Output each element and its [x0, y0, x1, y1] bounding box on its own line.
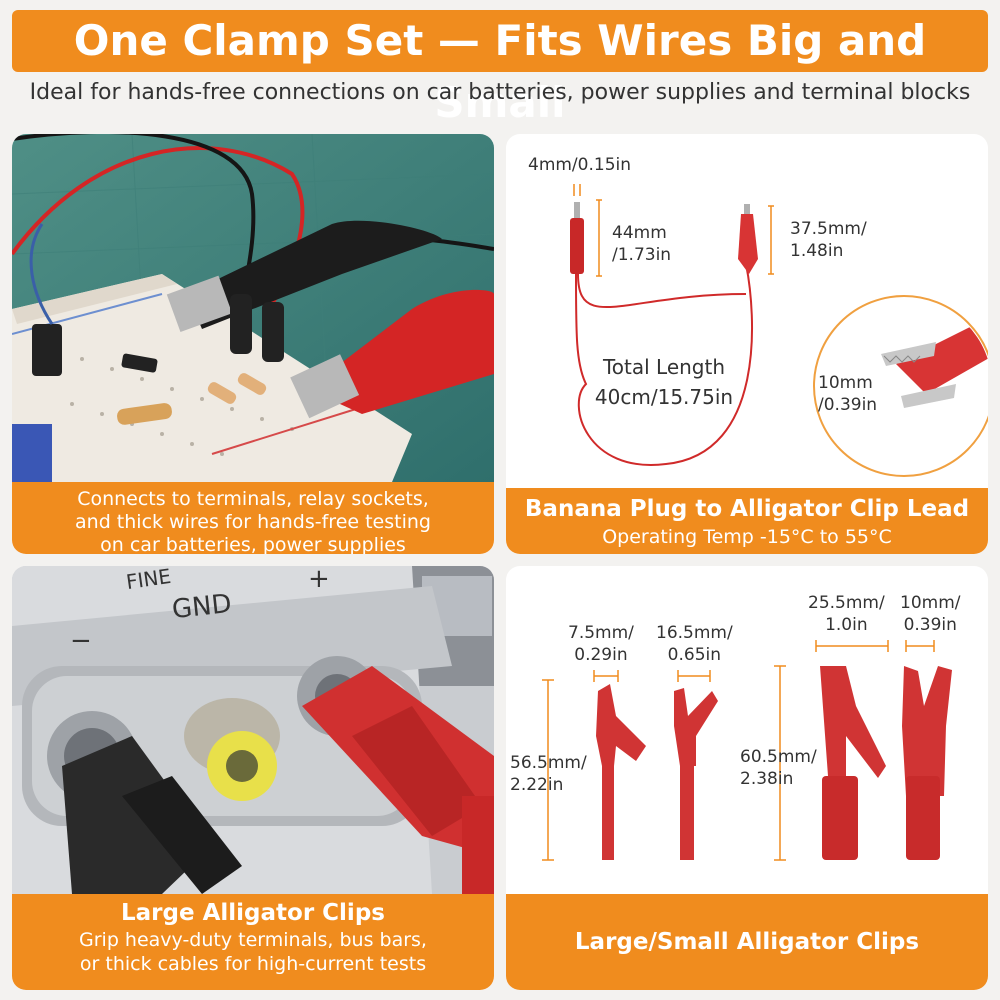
minus-label: −	[70, 626, 92, 656]
caption-subtitle: Operating Temp -15°C to 55°C	[602, 526, 892, 548]
dim-line: 10mm/	[900, 593, 961, 613]
lead-caption: Banana Plug to Alligator Clip Lead Opera…	[506, 488, 988, 554]
dim-line: 2.22in	[510, 775, 564, 795]
breadboard-photo	[12, 134, 494, 482]
dim-line: Total Length	[602, 355, 726, 379]
plus-label: +	[308, 566, 330, 594]
breadboard-panel: Connects to terminals, relay sockets, an…	[12, 134, 494, 554]
caption-title: Banana Plug to Alligator Clip Lead	[524, 496, 970, 522]
small-jaw-2-label: 16.5mm/ 0.65in	[656, 622, 733, 666]
plug-length-label: 44mm /1.73in	[612, 222, 671, 266]
dim-line: 7.5mm/	[568, 623, 634, 643]
breadboard-caption: Connects to terminals, relay sockets, an…	[12, 482, 494, 554]
dim-line: 10mm	[818, 373, 873, 393]
small-length-label: 56.5mm/ 2.22in	[510, 752, 587, 796]
plug-width-label: 4mm/0.15in	[528, 155, 632, 175]
dim-line: /1.73in	[612, 245, 672, 265]
clips-caption: Large/Small Alligator Clips	[506, 894, 988, 990]
dim-line: 40cm/15.75in	[594, 385, 734, 409]
dim-line: 60.5mm/	[740, 747, 817, 767]
dim-line: /0.39in	[818, 395, 878, 415]
power-supply-photo	[12, 566, 494, 894]
dim-line: 0.65in	[667, 645, 722, 665]
large-jaw-1-label: 25.5mm/ 1.0in	[808, 592, 885, 636]
small-jaw-1-label: 7.5mm/ 0.29in	[568, 622, 634, 666]
dim-line: 25.5mm/	[808, 593, 885, 613]
lead-panel: 4mm/0.15in 44mm /1.73in 37.5mm/ 1.48in T…	[506, 134, 988, 554]
dim-line: 37.5mm/	[790, 219, 867, 239]
power-panel: FINE GND + − Large Alligator Clips Grip …	[12, 566, 494, 990]
dim-line: 16.5mm/	[656, 623, 733, 643]
dim-line: 0.39in	[903, 615, 957, 635]
total-length-label: Total Length 40cm/15.75in	[594, 352, 734, 412]
gnd-label: GND	[170, 588, 234, 626]
dim-line: 1.0in	[825, 615, 868, 635]
jaw-opening-label: 10mm /0.39in	[818, 372, 877, 416]
dim-line: 44mm	[612, 223, 667, 243]
large-length-label: 60.5mm/ 2.38in	[740, 746, 817, 790]
caption-line: on car batteries, power supplies	[100, 534, 406, 554]
caption-line: or thick cables for high-current tests	[79, 953, 427, 975]
lead-diagram	[570, 184, 988, 477]
caption-title: Large Alligator Clips	[121, 900, 385, 926]
clip-length-label: 37.5mm/ 1.48in	[790, 218, 867, 262]
caption-line: Connects to terminals, relay sockets,	[77, 488, 429, 510]
dim-line: 56.5mm/	[510, 753, 587, 773]
clips-diagram	[542, 640, 952, 861]
dim-line: 1.48in	[790, 241, 844, 261]
dim-line: 2.38in	[740, 769, 794, 789]
clips-panel: 7.5mm/ 0.29in 16.5mm/ 0.65in 56.5mm/ 2.2…	[506, 566, 988, 990]
page-title: One Clamp Set — Fits Wires Big and Small	[12, 10, 988, 127]
page-subtitle: Ideal for hands-free connections on car …	[29, 80, 971, 105]
dim-line: 0.29in	[574, 645, 628, 665]
power-caption: Large Alligator Clips Grip heavy-duty te…	[12, 894, 494, 990]
caption-line: and thick wires for hands-free testing	[75, 511, 431, 533]
caption-line: Grip heavy-duty terminals, bus bars,	[79, 929, 427, 951]
large-jaw-2-label: 10mm/ 0.39in	[900, 592, 960, 636]
